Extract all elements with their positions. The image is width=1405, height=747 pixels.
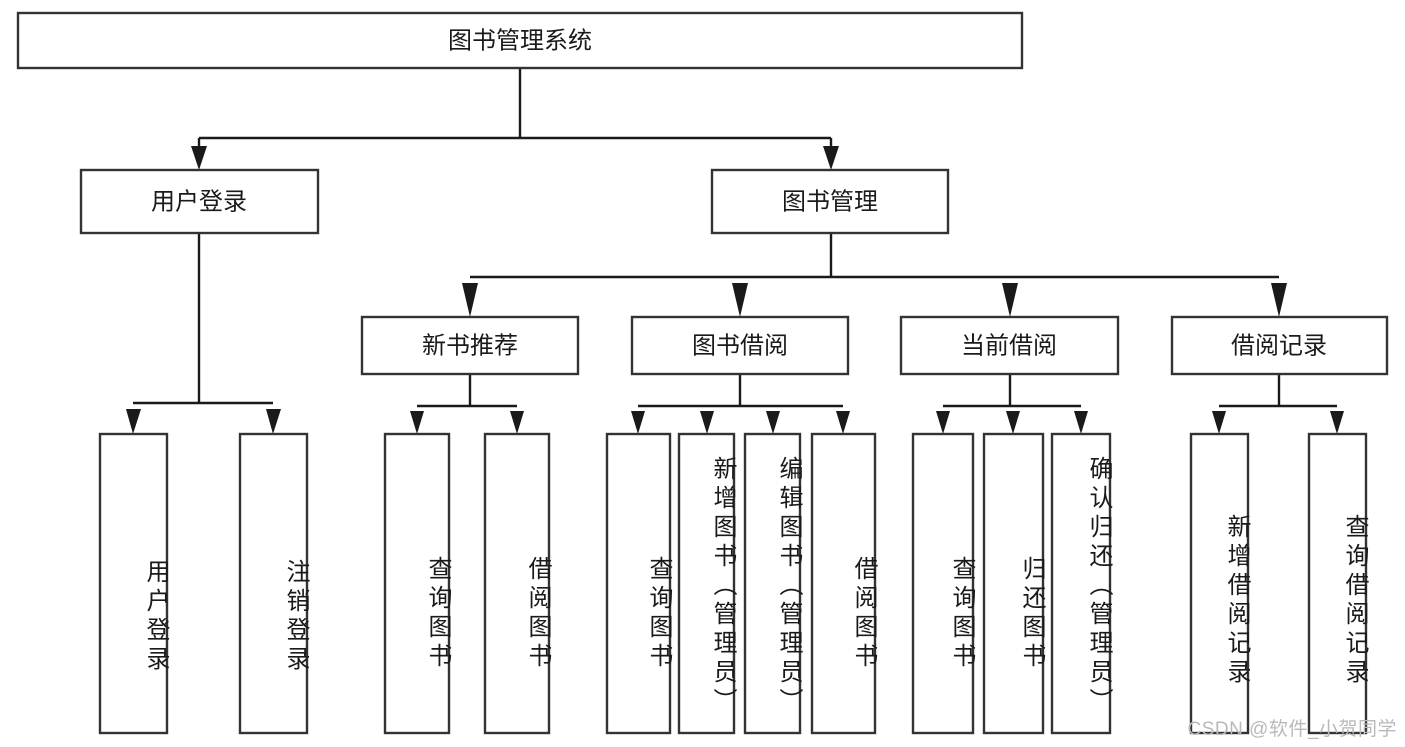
arrow-head-book-mgmt xyxy=(823,146,839,170)
label-book-borrow: 图书借阅 xyxy=(692,332,788,359)
leaf-add-book-admin[interactable] xyxy=(677,432,736,735)
node-root-system[interactable] xyxy=(16,11,1024,70)
arrow-head-leaf-query-book-1 xyxy=(410,411,424,434)
leaf-borrow-book-newbook[interactable] xyxy=(483,432,551,735)
leaf-user-login[interactable] xyxy=(98,432,169,735)
arrow-head-leaf-add-book xyxy=(700,411,714,434)
node-borrow-record[interactable] xyxy=(1170,315,1389,376)
arrow-head-leaf-borrow-book-2 xyxy=(836,411,850,434)
leaf-logout-login[interactable] xyxy=(238,432,309,735)
label-current-borrow: 当前借阅 xyxy=(961,332,1057,359)
arrow-head-leaf-confirm-return xyxy=(1074,411,1088,434)
node-user-login[interactable] xyxy=(79,168,320,235)
csdn-watermark: CSDN @软件_小贺同学 xyxy=(1187,719,1397,740)
arrow-head-leaf-return-book xyxy=(1006,411,1020,434)
leaf-query-borrow-record[interactable] xyxy=(1307,432,1368,735)
label-root-system: 图书管理系统 xyxy=(448,27,592,54)
arrow-head-book-borrow xyxy=(732,283,748,317)
arrow-head-leaf-edit-book xyxy=(766,411,780,434)
horizontal-label-layer: 图书管理系统 用户登录 图书管理 新书推荐 图书借阅 当前借阅 借阅记录 xyxy=(151,27,1327,359)
leaf-edit-book-admin[interactable] xyxy=(743,432,802,735)
label-user-login: 用户登录 xyxy=(151,188,247,215)
arrow-head-leaf-borrow-book-1 xyxy=(510,411,524,434)
arrow-head-leaf-user-login xyxy=(126,409,141,434)
arrow-head-leaf-query-book-3 xyxy=(936,411,950,434)
leaf-return-book[interactable] xyxy=(982,432,1045,735)
node-new-book-recommend[interactable] xyxy=(360,315,580,376)
label-book-management: 图书管理 xyxy=(782,188,878,215)
arrow-head-user-login xyxy=(191,146,207,170)
label-borrow-record: 借阅记录 xyxy=(1231,332,1327,359)
leaf-add-borrow-record[interactable] xyxy=(1189,432,1250,735)
arrow-head-leaf-logout xyxy=(266,409,281,434)
node-current-borrow[interactable] xyxy=(899,315,1120,376)
arrow-head-current-borrow xyxy=(1002,283,1018,317)
leaf-query-book-newbook[interactable] xyxy=(383,432,451,735)
leaf-borrow-book-borrow[interactable] xyxy=(810,432,877,735)
arrow-head-leaf-add-record xyxy=(1212,411,1226,434)
arrow-head-borrow-record xyxy=(1271,283,1287,317)
arrow-head-leaf-query-book-2 xyxy=(631,411,645,434)
leaf-confirm-return-admin[interactable] xyxy=(1050,432,1112,735)
arrow-head-leaf-query-record xyxy=(1330,411,1344,434)
node-book-management[interactable] xyxy=(710,168,950,235)
node-box-layer xyxy=(16,11,1389,735)
label-new-book-recommend: 新书推荐 xyxy=(422,332,518,359)
arrow-head-new-book-rec xyxy=(462,283,478,317)
node-book-borrow[interactable] xyxy=(630,315,850,376)
leaf-query-book-borrow[interactable] xyxy=(605,432,672,735)
connector-layer xyxy=(126,68,1344,434)
leaf-query-book-current[interactable] xyxy=(911,432,975,735)
